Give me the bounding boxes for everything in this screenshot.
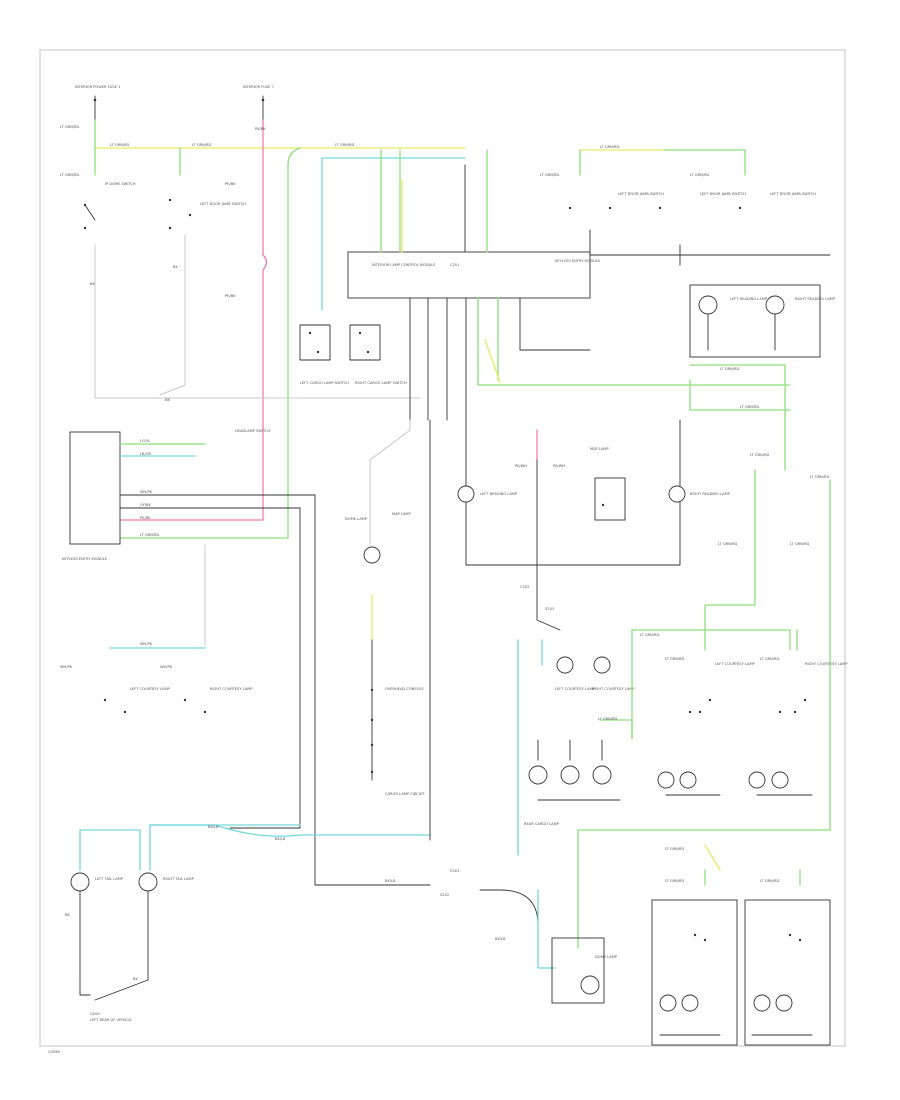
lower-mid-lamps: LEFT COURTESY LAMP RIGHT COURTESY LAMP L… — [517, 639, 635, 856]
central-module: INTERIOR LAMP CONTROL MODULE C201 KEYLES… — [299, 149, 791, 421]
keyless-module-section: KEYLESS ENTRY MODULE HEADLAMP SWITCH LG/… — [62, 429, 431, 886]
label-tr-3: LT GRN/RD — [690, 173, 710, 177]
bc-w1: BK/LB — [495, 937, 506, 941]
center-column: DOME LAMP MAP LAMP OVERHEAD CONSOLE CARG… — [345, 419, 431, 841]
label-sw-interior: IP DOME SWITCH — [105, 182, 136, 186]
module-side: KEYLESS ENTRY MODULE — [555, 259, 601, 263]
rb-w4: LT GRN/RD — [750, 453, 770, 457]
rb-w2: LT GRN/RD — [790, 542, 810, 546]
mr-w1: PK/WH — [515, 464, 527, 468]
rb-lbl1: LT GRN/RD — [665, 657, 685, 661]
label-fuse-left: INTERIOR POWER FUSE 1 — [75, 85, 120, 89]
label-lg: LT GRN/RD — [60, 173, 80, 177]
label-tr-4: LT GRN/RD — [720, 367, 740, 371]
km-w3: WH/PK — [140, 490, 153, 494]
rb-lbl6: LT GRN/RD — [665, 879, 685, 883]
wire-tag-pk3: PK/BK — [225, 294, 236, 298]
mid-right-cluster: LEFT READING LAMP RIGHT READING LAMP MAP… — [457, 419, 731, 631]
label-left-cargo: LEFT CARGO LAMP SWITCH — [300, 381, 349, 385]
label-s2: S202 — [440, 893, 449, 897]
mr-w2: PK/WH — [553, 464, 565, 468]
wire-tag-4: LT GRN/RD — [335, 143, 355, 147]
ll-w2: WH/PK — [60, 665, 73, 669]
label-keyless: KEYLESS ENTRY MODULE — [62, 557, 108, 561]
ll-w3: WH/PK — [160, 665, 173, 669]
footer-code: C3096 — [48, 1050, 60, 1054]
label-tr-1: LT GRN/RD — [540, 173, 560, 177]
wire-tag-3: LT GRN/RD — [192, 143, 212, 147]
label-lm-w: LT GRN/RD — [598, 717, 618, 721]
rb-lbl5: LT GRN/RD — [665, 847, 685, 851]
label-rc-r: RIGHT READING LAMP — [690, 492, 731, 496]
wire-bk-2: BK — [173, 265, 178, 269]
wire-tag-2: LT GRN/RD — [110, 143, 130, 147]
top-left-section: INTERIOR POWER FUSE 1 INTERIOR FUSE 7 LT… — [60, 85, 466, 539]
km-w2: LB/OR — [140, 452, 152, 456]
diagram-frame — [39, 49, 846, 1047]
label-dome: DOME LAMP — [345, 517, 368, 521]
label-lm-l: LEFT COURTESY LAMP — [555, 687, 596, 691]
label-door-rf: LEFT DOOR JAMB SWITCH — [700, 192, 746, 196]
wire-bk-1: BK — [90, 282, 95, 286]
label-tr-5: LT GRN/RD — [740, 405, 760, 409]
right-lamp-banks: LT GRN/RD LT GRN/RD LT GRN/RD LT GRN/RD … — [577, 453, 848, 1046]
wire-tag-pk2: PK/BK — [225, 182, 236, 186]
label-tr-2: LT GRN/RD — [600, 145, 620, 149]
label-rear-cargo: REAR CARGO LAMP — [524, 822, 560, 826]
bl-w2: BK/LB — [275, 837, 286, 841]
label-courtesy-r: RIGHT COURTESY LAMP — [210, 687, 253, 691]
ll-w1: WH/PK — [140, 642, 153, 646]
module-conn: C201 — [450, 263, 459, 267]
label-reading-r: RIGHT READING LAMP — [795, 297, 836, 301]
km-w5: PK/BK — [140, 516, 151, 520]
km-w4: GY/BK — [140, 503, 151, 507]
wire-tag-pk: PK/BK — [255, 127, 266, 131]
left-lower-section: WH/PK WH/PK WH/PK LEFT COURTESY LAMP RIG… — [60, 642, 253, 714]
module-label: INTERIOR LAMP CONTROL MODULE — [372, 263, 436, 267]
rb-lbl2: LEFT COURTESY LAMP — [715, 662, 756, 666]
rb-lbl3: LT GRN/RD — [760, 657, 780, 661]
label-cargo-circuit: CARGO LAMP CIRCUIT — [385, 792, 425, 796]
label-courtesy-l: LEFT COURTESY LAMP — [130, 687, 171, 691]
label-headlamp: HEADLAMP SWITCH — [235, 429, 271, 433]
label-map: MAP LAMP — [392, 512, 412, 516]
label-dome-lower: DOME LAMP — [595, 955, 618, 959]
label-lm-r: RIGHT COURTESY LAMP — [592, 687, 635, 691]
label-c2: C202 — [520, 585, 529, 589]
rb-lbl4: RIGHT COURTESY LAMP — [805, 662, 848, 666]
label-sw-door: LEFT DOOR JAMB SWITCH — [200, 202, 246, 206]
rb-w1: LT GRN/RD — [718, 542, 738, 546]
label-rc-l: LEFT READING LAMP — [480, 492, 518, 496]
km-w6: LT GRN/RD — [140, 533, 160, 537]
wire-tag-1: LT GRN/RD — [60, 125, 80, 129]
bottom-center-section: C203 S202 BK/LB DOME LAMP — [440, 869, 618, 1004]
label-door-lf: LEFT DOOR JAMB SWITCH — [618, 192, 664, 196]
label-c3: C203 — [450, 869, 459, 873]
bl-w4: BK — [65, 913, 70, 917]
label-sw-module: MAP LAMP — [590, 447, 610, 451]
label-ground-note: LEFT REAR OF VEHICLE — [90, 1018, 133, 1022]
label-reading-l: LEFT READING LAMP — [730, 297, 768, 301]
wire-bk-3: BK — [165, 398, 170, 402]
label-tail-l: LEFT TAIL LAMP — [95, 877, 124, 881]
bl-w1: BK/LB — [208, 825, 219, 829]
label-ground: G200 — [90, 1012, 100, 1016]
label-tail-r: RIGHT TAIL LAMP — [163, 877, 195, 881]
rb-w5: LT GRN/RD — [810, 475, 830, 479]
label-right-cargo: RIGHT CARGO LAMP SWITCH — [355, 381, 407, 385]
label-s1: S201 — [545, 607, 554, 611]
rb-w3: LT GRN/RD — [640, 633, 660, 637]
label-overhead: OVERHEAD CONSOLE — [385, 687, 424, 691]
rb-lbl7: LT GRN/RD — [760, 879, 780, 883]
label-fuse-right: INTERIOR FUSE 7 — [243, 85, 274, 89]
bottom-left-section: BK/LB BK/LB BK/LB LEFT TAIL LAMP RIGHT T… — [65, 824, 431, 1022]
top-right-section: LT GRN/RD LT GRN/RD LT GRN/RD LEFT DOOR … — [540, 145, 836, 471]
bl-w3: BK/LB — [385, 879, 396, 883]
bl-w5: BK — [133, 977, 138, 981]
label-door-rr: LEFT DOOR JAMB SWITCH — [770, 192, 816, 196]
km-w1: LG/YL — [140, 439, 150, 443]
